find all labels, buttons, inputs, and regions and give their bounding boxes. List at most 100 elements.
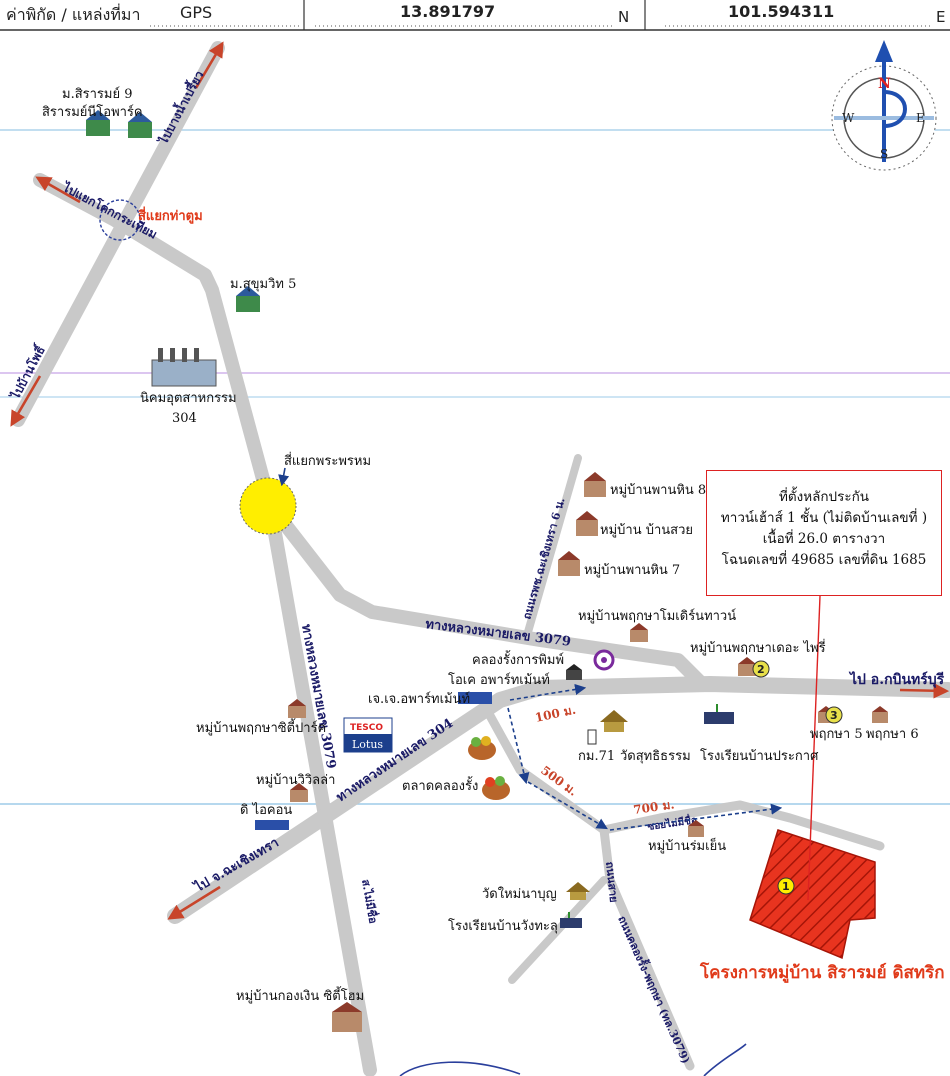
phra-phrom-label: สี่แยกพระพรหม: [284, 452, 371, 469]
house-icon: [738, 657, 756, 676]
label-sukhumvit5: ม.สุขุมวิท 5: [230, 277, 296, 292]
road-north-south: [11, 41, 225, 427]
label-wat-suthi: วัดสุทธิธรรม: [620, 749, 691, 764]
label-phanhin8: หมู่บ้านพานหิน 8: [610, 483, 706, 498]
house-icon: [584, 472, 606, 497]
road-label-soi-south: ส.ไม่มีชื่อ: [359, 878, 382, 925]
label-project: โครงการหมู่บ้าน สิรารมย์ ดิสทริก: [699, 962, 945, 984]
house-icon: [290, 783, 308, 802]
distance-700: 700 ม.: [632, 797, 675, 817]
road-label-3079-h: ทางหลวงหมายเลข 3079: [425, 617, 572, 650]
km-post-icon: [587, 729, 597, 745]
label-pruksa-the-fairy: หมู่บ้านพฤกษาเดอะ ไพรี่: [690, 639, 826, 656]
lotus-text: Lotus: [352, 738, 383, 751]
label-ok-apartment: โอเค อพาร์ทเม้นท์: [448, 672, 550, 688]
phra-phrom-circle: [239, 477, 297, 535]
house-icon: [332, 1002, 362, 1032]
road-arrows: [10, 41, 950, 920]
road-branch-south: [483, 707, 885, 851]
road-3079: [263, 498, 707, 689]
road-branch-south-2: [599, 825, 695, 1071]
house-icon: [872, 706, 888, 723]
house-icon: [558, 551, 580, 576]
phra-phrom-pointer: [278, 467, 290, 487]
tesco-lotus-logo: TESCO Lotus: [343, 717, 393, 753]
apartment-icon: [458, 692, 492, 704]
label-wat-mai: วัดใหม่นาบุญ: [482, 886, 557, 902]
header-east-unit: E: [936, 8, 945, 26]
road-branch-north: [524, 454, 582, 636]
road-label-to-chachoengsao: ไป จ.ฉะเชิงเทรา: [190, 834, 282, 897]
house-icon: [128, 112, 152, 138]
info-line-1: ที่ตั้งหลักประกัน: [778, 489, 870, 505]
marker-1-text: 1: [782, 880, 790, 893]
tha-tum-circle: [99, 199, 141, 241]
label-bansuai: หมู่บ้าน บ้านสวย: [600, 523, 693, 538]
temple-icon: [600, 710, 628, 732]
road-304: [167, 676, 950, 924]
header-north-unit: N: [618, 8, 629, 26]
road-label-sub-south: ถนนคลองรั้ง-พฤกษา (ทล.3079): [615, 913, 694, 1066]
info-pointer-line: [807, 595, 821, 901]
house-icon: [576, 511, 598, 536]
info-line-4: โฉนดเลขที่ 49685 เลขที่ดิน 1685: [721, 552, 927, 568]
compass-e: E: [916, 111, 925, 125]
house-icon: [288, 699, 306, 718]
label-pruksa-modern: หมู่บ้านพฤกษาโมเดิร์นทาวน์: [578, 608, 736, 624]
label-sirarom9-a: ม.สิรารมย์ 9: [62, 86, 133, 102]
header-source: GPS: [180, 3, 212, 22]
compass-s: S: [880, 147, 888, 161]
water-outline: [399, 1043, 747, 1076]
distance-100: 100 ม.: [534, 703, 577, 725]
house-icon: [236, 286, 260, 312]
label-school-wang: โรงเรียนบ้านวังทะลุ: [448, 918, 558, 934]
label-jj-apartment: เจ.เจ.อพาร์ทเม้นท์: [368, 691, 470, 707]
school-icon: [560, 912, 582, 928]
factory-icon: [151, 348, 217, 387]
label-school-prakas: โรงเรียนบ้านประกาศ: [700, 748, 819, 764]
road-tha-tum-east: [33, 173, 377, 1076]
marker-3-text: 3: [830, 709, 838, 722]
label-kongngern: หมู่บ้านกองเงิน ซิตี้โฮม: [236, 986, 364, 1004]
market-basket-icon: [468, 736, 496, 760]
road-label-to-bangnamprieo: ไปบางน้ำเปรี้ยว: [153, 67, 207, 148]
label-phanhin7: หมู่บ้านพานหิน 7: [584, 563, 680, 578]
house-icon: [630, 623, 648, 642]
collateral-info-box: ที่ตั้งหลักประกัน ทาวน์เฮ้าส์ 1 ชั้น (ไม…: [706, 470, 942, 596]
road-network: [11, 41, 950, 1076]
label-industrial-b: 304: [172, 411, 197, 426]
label-sirarom9-b: สิรารมย์นีโอพาร์ค: [42, 104, 143, 120]
label-industrial-a: นิคมอุตสาหกรรม: [140, 391, 237, 406]
compass-rose: N S E W: [831, 40, 937, 171]
project-plot: [749, 829, 876, 960]
marker-2-text: 2: [757, 663, 765, 676]
road-branch-southwest: [508, 876, 608, 984]
road-label-to-kabinburi: ไป อ.กบินทร์บุรี: [848, 670, 945, 688]
label-market: ตลาดคลองรั้ง: [402, 776, 478, 794]
house-icon: [688, 820, 704, 837]
info-line-3: เนื้อที่ 26.0 ตารางวา: [762, 531, 886, 547]
info-line-2: ทาวน์เฮ้าส์ 1 ชั้น (ไม่ติดบ้านเลขที่ ): [720, 510, 928, 526]
road-label-soi-south-a: ถนนสาย: [603, 861, 620, 903]
distance-arrows: [507, 683, 783, 831]
label-pruksa5: พฤกษา 5: [810, 727, 863, 742]
shrine-icon: [593, 649, 615, 671]
tha-tum-label: สี่แยกท่าตูม: [138, 206, 203, 224]
building-icons: [255, 649, 734, 928]
marker-2: 2: [752, 660, 770, 678]
header-east-value: 101.594311: [728, 2, 834, 21]
temple-icon: [566, 882, 590, 900]
label-pruksa-city: หมู่บ้านพฤกษาซิตี้ปาร์ค: [196, 718, 326, 736]
apartment-icon: [255, 820, 289, 830]
marker-3: 3: [825, 706, 843, 724]
compass-n: N: [878, 76, 891, 92]
label-ban-rom-yen: หมู่บ้านร่มเย็น: [648, 836, 726, 854]
print-shop-icon: [566, 664, 582, 680]
school-icon: [704, 704, 734, 724]
house-icon: [86, 110, 110, 136]
header-bar: ค่าพิกัด / แหล่งที่มา GPS 13.891797 N 10…: [0, 0, 950, 31]
label-d-icon: ดิ ไอคอน: [240, 802, 292, 818]
label-villa: หมู่บ้านวิวิลล่า: [256, 773, 335, 788]
market-basket-icon: [482, 776, 510, 800]
